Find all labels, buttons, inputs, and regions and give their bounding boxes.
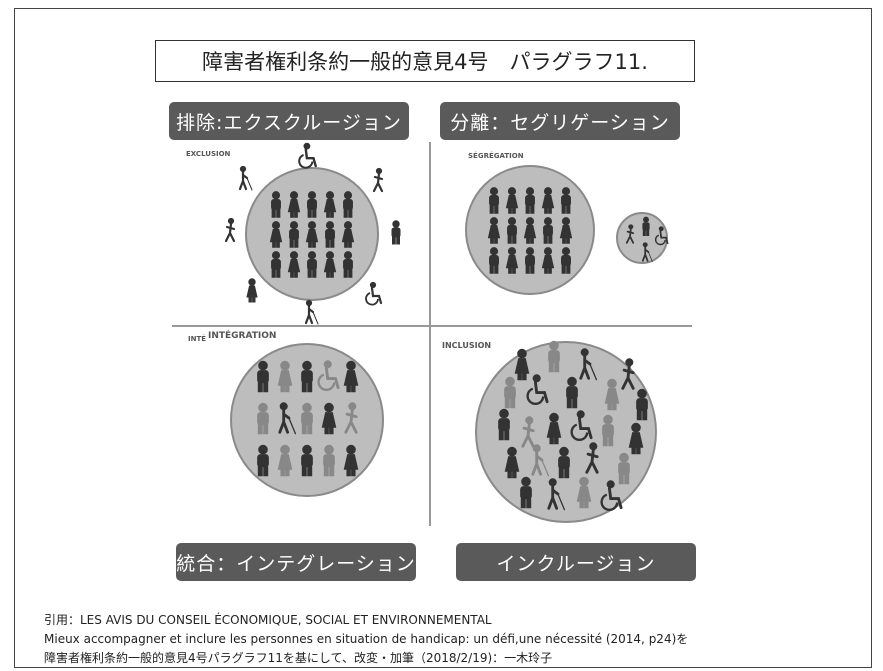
inclusion-diagram: EXCLUSION SÉGRÉGATION INTÉ INTÉGRATION I… [172, 142, 692, 526]
slide-frame [14, 8, 872, 668]
wheelchair-figure-icon [364, 281, 383, 306]
caption-line-2: Mieux accompagner et inclure les personn… [44, 632, 689, 646]
person-figure-icon [304, 299, 320, 326]
inclusion-tag: INCLUSION [442, 341, 491, 350]
caption-line-3: 障害者権利条約一般的意見4号パラグラフ11を基にして、改変・加筆（2018/2/… [44, 651, 553, 665]
segregation-label: 分離：セグリゲーション [440, 102, 680, 140]
person-figure-icon [238, 165, 254, 192]
person-figure-icon [372, 167, 384, 193]
wheelchair-figure-icon [298, 142, 317, 169]
page-title: 障害者権利条約一般的意見4号 パラグラフ11. [155, 40, 695, 82]
exclusion-label: 排除:エクスクルージョン [169, 102, 409, 140]
person-figure-icon [224, 217, 236, 243]
integration-tag: INTÉGRATION [208, 329, 276, 341]
person-figure-icon [391, 220, 401, 245]
person-figure-icon [246, 278, 258, 303]
integration-tag-prefix: INTÉ [188, 334, 206, 343]
segregation-tag: SÉGRÉGATION [468, 151, 524, 160]
caption-line-1: 引用：LES AVIS DU CONSEIL ÉCONOMIQUE, SOCIA… [44, 613, 492, 627]
exclusion-tag: EXCLUSION [186, 150, 231, 158]
integration-label: 統合：インテグレーション [176, 543, 416, 581]
inclusion-label: インクルージョン [456, 543, 696, 581]
segregation-small-circle [616, 212, 668, 264]
